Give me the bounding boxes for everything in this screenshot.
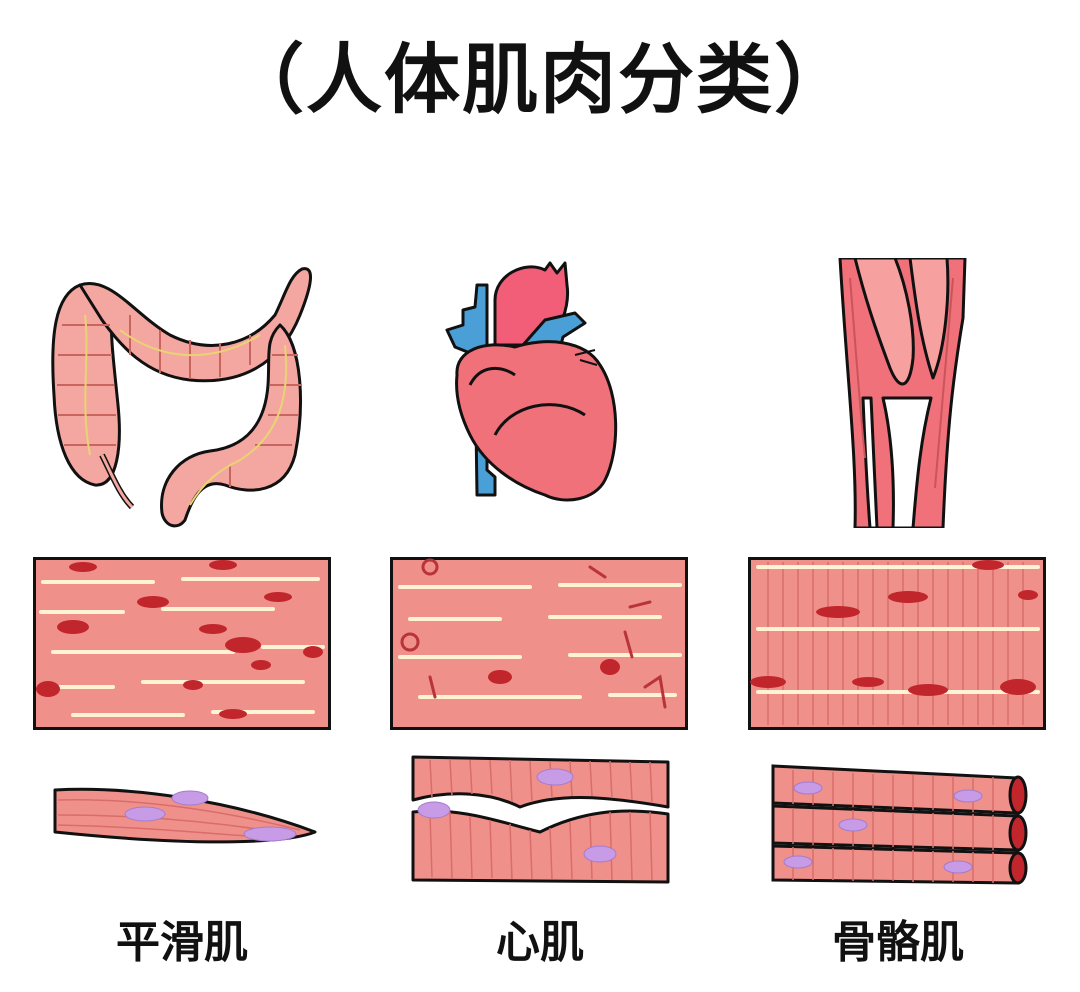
cardiac-muscle-cells <box>410 752 672 887</box>
label-smooth-muscle: 平滑肌 <box>116 917 248 968</box>
skeletal-muscle-cells <box>768 758 1033 888</box>
label-cardiac-muscle: 心肌 <box>496 917 584 968</box>
label-skeletal-muscle: 骨骼肌 <box>832 917 964 968</box>
smooth-muscle-cells <box>50 780 320 860</box>
large-intestine-icon <box>40 255 320 535</box>
leg-muscle-icon <box>835 258 970 528</box>
page-title: （人体肌肉分类） <box>228 35 852 124</box>
smooth-muscle-tissue-panel <box>33 557 331 730</box>
heart-icon <box>435 255 635 510</box>
cardiac-muscle-tissue-panel <box>390 557 688 730</box>
skeletal-muscle-tissue-panel <box>748 557 1046 730</box>
